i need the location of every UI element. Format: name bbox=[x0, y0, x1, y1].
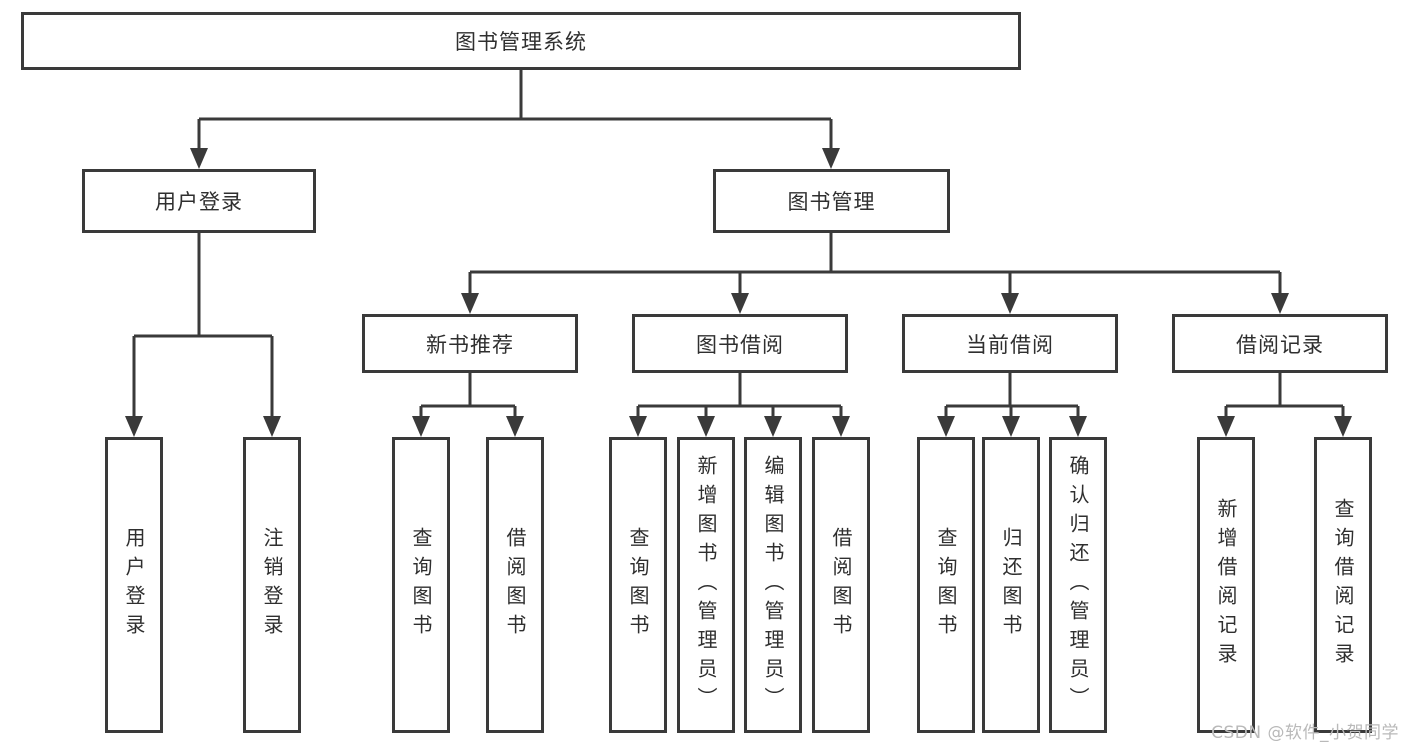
leaf-return-book: 归还图书 bbox=[982, 437, 1040, 733]
leaf-edit-book-admin: 编辑图书（管理员） bbox=[744, 437, 802, 733]
leaf-query-books-current-label: 查询图书 bbox=[934, 527, 958, 643]
leaf-add-book-admin-label: 新增图书（管理员） bbox=[694, 454, 718, 716]
leaf-return-book-label: 归还图书 bbox=[999, 527, 1023, 643]
leaf-query-borrow-record: 查询借阅记录 bbox=[1314, 437, 1372, 733]
node-current-borrowing: 当前借阅 bbox=[902, 314, 1118, 373]
leaf-borrow-books-borrowing-label: 借阅图书 bbox=[829, 527, 853, 643]
leaf-user-login-label: 用户登录 bbox=[122, 527, 146, 643]
leaf-borrow-books-borrowing: 借阅图书 bbox=[812, 437, 870, 733]
node-book-borrowing: 图书借阅 bbox=[632, 314, 848, 373]
leaf-borrow-books-recommend-label: 借阅图书 bbox=[503, 527, 527, 643]
leaf-query-borrow-record-label: 查询借阅记录 bbox=[1331, 498, 1355, 672]
leaf-borrow-books-recommend: 借阅图书 bbox=[486, 437, 544, 733]
csdn-watermark: CSDN @软件_小贺同学 bbox=[1211, 723, 1399, 743]
leaf-logout-label: 注销登录 bbox=[260, 527, 284, 643]
leaf-confirm-return-admin-label: 确认归还（管理员） bbox=[1066, 454, 1090, 716]
leaf-query-books-borrowing: 查询图书 bbox=[609, 437, 667, 733]
leaf-add-book-admin: 新增图书（管理员） bbox=[677, 437, 735, 733]
leaf-logout: 注销登录 bbox=[243, 437, 301, 733]
node-root-library-system: 图书管理系统 bbox=[21, 12, 1021, 70]
leaf-user-login: 用户登录 bbox=[105, 437, 163, 733]
leaf-query-books-recommend-label: 查询图书 bbox=[409, 527, 433, 643]
leaf-query-books-current: 查询图书 bbox=[917, 437, 975, 733]
node-borrowing-records: 借阅记录 bbox=[1172, 314, 1388, 373]
leaf-add-borrow-record-label: 新增借阅记录 bbox=[1214, 498, 1238, 672]
node-book-management: 图书管理 bbox=[713, 169, 950, 233]
node-new-book-recommendation: 新书推荐 bbox=[362, 314, 578, 373]
node-user-login: 用户登录 bbox=[82, 169, 316, 233]
leaf-edit-book-admin-label: 编辑图书（管理员） bbox=[761, 454, 785, 716]
leaf-confirm-return-admin: 确认归还（管理员） bbox=[1049, 437, 1107, 733]
leaf-add-borrow-record: 新增借阅记录 bbox=[1197, 437, 1255, 733]
leaf-query-books-borrowing-label: 查询图书 bbox=[626, 527, 650, 643]
leaf-query-books-recommend: 查询图书 bbox=[392, 437, 450, 733]
